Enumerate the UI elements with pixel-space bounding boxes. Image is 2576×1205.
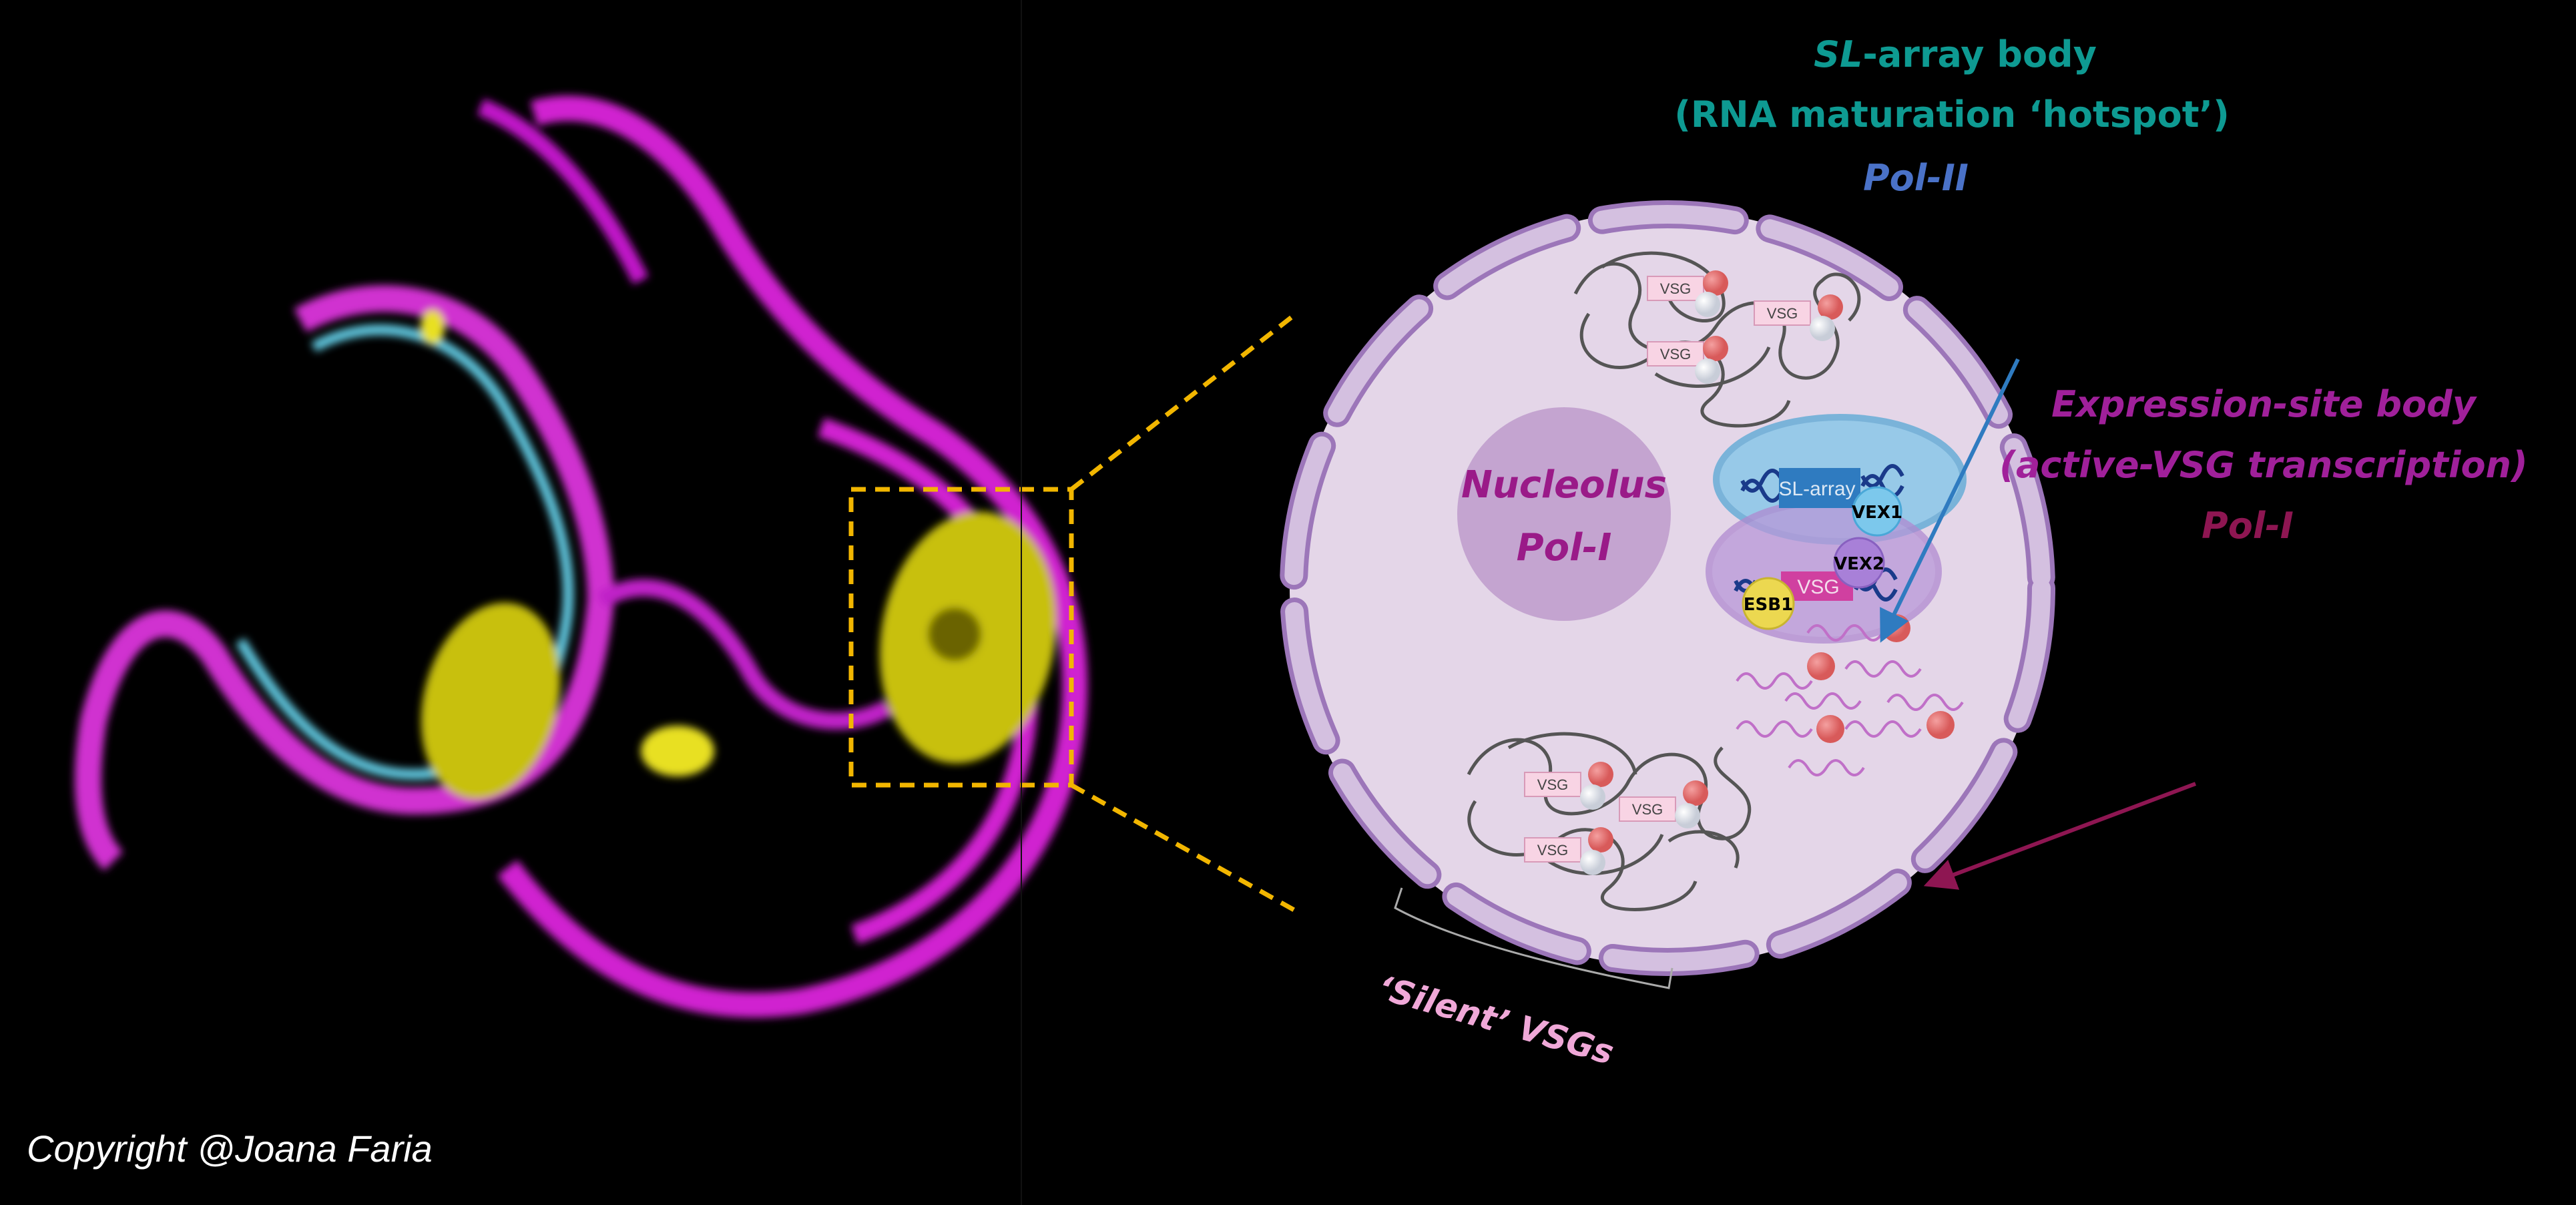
zoom-line-bottom	[1070, 782, 1299, 915]
cell-membrane-magenta	[497, 95, 1088, 1018]
silent-vsgs-bracket	[1394, 887, 1673, 989]
pol1-label: Pol-I	[2202, 505, 2294, 547]
esb1	[1742, 577, 1795, 630]
silent-vsgs-label: ‘Silent’ VSGs	[1373, 968, 1617, 1072]
pol1-arrow	[1923, 782, 2197, 890]
sl-body-subtitle: (RNA maturation ‘hotspot’)	[1674, 93, 2230, 136]
svg-text:VEX1: VEX1	[1852, 503, 1902, 523]
vex1	[1852, 486, 1902, 537]
svg-text:VEX2: VEX2	[1834, 554, 1884, 574]
vsg-gene: VSG	[1647, 336, 1728, 384]
pol2-arrow	[1880, 358, 2020, 643]
es-body-subtitle: (active-VSG transcription)	[1999, 444, 2527, 486]
sl-array-label: SL-array	[1778, 478, 1855, 500]
kinetoplast	[641, 726, 714, 776]
zoom-box	[848, 487, 1074, 788]
vsg-gene: VSG	[1524, 762, 1613, 810]
es-body-title: Expression-site body	[2051, 383, 2478, 425]
vsg-gene: VSG	[1619, 780, 1708, 828]
micrograph	[75, 95, 1088, 1018]
zoom-indicator	[848, 310, 1300, 915]
nucleus-schematic: VSG VSG VSG VSG VSG VSG SL-array VSG VEX…	[1280, 200, 2055, 976]
zoom-line-top	[1069, 310, 1300, 491]
copyright-text: Copyright @Joana Faria	[27, 1128, 433, 1170]
vsg-gene: VSG	[1647, 270, 1728, 317]
nucleolus	[1457, 407, 1671, 621]
nucleus-yellow-left	[421, 602, 561, 800]
svg-text:VSG: VSG	[1660, 280, 1691, 297]
nucleolus-label: Nucleolus	[1461, 463, 1667, 507]
vsg-transcripts	[1736, 624, 1964, 776]
svg-text:VSG: VSG	[1537, 842, 1568, 859]
vsg-gene: VSG	[1524, 827, 1613, 875]
svg-text:VSG: VSG	[1767, 305, 1798, 322]
svg-text:ESB1: ESB1	[1744, 595, 1793, 615]
nucleolus-pol-label: Pol-I	[1517, 526, 1612, 569]
svg-text:VSG: VSG	[1660, 346, 1691, 363]
sl-body-title: SL-array body	[1814, 33, 2097, 75]
svg-text:VSG: VSG	[1632, 801, 1663, 818]
pol2-label: Pol-II	[1863, 157, 1969, 199]
active-vsg-label: VSG	[1797, 576, 1839, 598]
vsg-gene: VSG	[1754, 294, 1843, 341]
sl-array-box	[1779, 468, 1860, 508]
svg-text:VSG: VSG	[1537, 776, 1568, 793]
vex2	[1833, 537, 1885, 589]
